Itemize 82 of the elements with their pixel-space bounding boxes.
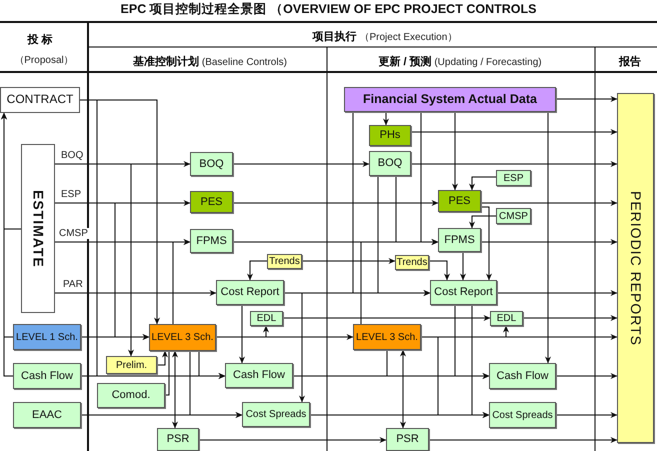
arrow (54, 202, 150, 340)
arrow (302, 258, 396, 264)
arrow (54, 290, 216, 296)
process-box: CONTRACT (0, 87, 80, 113)
arrow (232, 161, 370, 167)
process-box: FPMS (438, 228, 481, 252)
edge-label: CMSP (58, 228, 89, 239)
process-box: Cash Flow (13, 363, 81, 389)
arrow (282, 315, 490, 321)
vertical-box: PERIODIC REPORTS (617, 93, 654, 443)
arrow (452, 112, 458, 190)
arrow (420, 112, 438, 245)
vertical-box: ESTIMATE (21, 144, 55, 313)
process-box: ESP (496, 170, 531, 186)
process-box: Prelim. (106, 356, 157, 374)
arrow (386, 350, 490, 379)
arrow (469, 176, 496, 190)
diagram-title: EPC 项目控制过程全景图 （OVERVIEW OF EPC PROJECT CONTROLS (120, 1, 538, 18)
process-box: PSR (386, 428, 429, 451)
arrow (496, 290, 618, 296)
process-box: Cost Report (430, 280, 497, 305)
arrow (198, 437, 386, 443)
process-box: Cash Flow (225, 363, 293, 388)
arrow (460, 252, 466, 280)
process-box: CMSP (496, 208, 531, 224)
process-box: Trends (395, 255, 429, 270)
arrow (428, 437, 618, 443)
process-box: LEVEL 3 Sch. (149, 324, 216, 351)
arrow (480, 206, 492, 280)
arrow (156, 350, 168, 366)
process-box: Financial System Actual Data (344, 87, 556, 112)
arrow (410, 161, 618, 167)
arrow (247, 260, 268, 280)
arrow (420, 336, 490, 418)
process-box: PHs (369, 125, 411, 146)
process-box: Trends (267, 254, 302, 269)
column-header: 报告 (619, 54, 641, 69)
arrow (480, 200, 618, 206)
arrow (239, 304, 245, 364)
column-header: 更新 / 预测 (Updating / Forecasting) (378, 54, 542, 69)
arrow (172, 239, 190, 324)
process-box: BOQ (369, 151, 411, 176)
process-box: FPMS (190, 229, 233, 253)
arrow (172, 350, 178, 428)
arrow (545, 112, 551, 364)
process-box: BOQ (190, 152, 233, 176)
arrow (480, 239, 618, 245)
arrow (232, 200, 438, 206)
process-box: Cost Report (216, 280, 284, 305)
process-box: Comod. (97, 383, 165, 408)
column-header: 基准控制计划 (Baseline Controls) (133, 54, 287, 69)
process-box: Cost Spreads (489, 402, 556, 428)
arrow (410, 129, 618, 135)
arrow (428, 260, 450, 280)
edge-label: PAR (62, 279, 84, 290)
column-header: 投 标 (27, 32, 53, 47)
arrow (556, 96, 618, 102)
arrow (190, 350, 242, 418)
arrow (54, 164, 134, 356)
process-box: EDL (490, 311, 523, 326)
edge-label: ESP (60, 189, 82, 200)
process-box: LEVEL 3 Sch. (353, 324, 421, 350)
arrow (400, 350, 406, 428)
process-box: PSR (157, 428, 199, 451)
process-box: LEVEL 1 Sch. (13, 324, 81, 350)
process-box: EDL (250, 311, 283, 326)
column-header: 项目执行 （Project Execution） (312, 30, 458, 44)
arrow (469, 216, 496, 228)
arrow (352, 112, 430, 296)
arrow (522, 315, 618, 321)
arrow (383, 112, 389, 126)
arrow (216, 334, 354, 340)
process-box: PES (190, 191, 233, 213)
arrow (556, 412, 618, 418)
process-box: Cost Spreads (242, 402, 310, 427)
arrow (198, 350, 226, 379)
column-header: （Proposal） (14, 54, 74, 67)
arrow (556, 373, 618, 379)
process-box: Cash Flow (489, 363, 556, 389)
edge-label: BOQ (60, 150, 84, 161)
process-box: PES (438, 190, 481, 212)
process-box: EAAC (13, 402, 81, 428)
